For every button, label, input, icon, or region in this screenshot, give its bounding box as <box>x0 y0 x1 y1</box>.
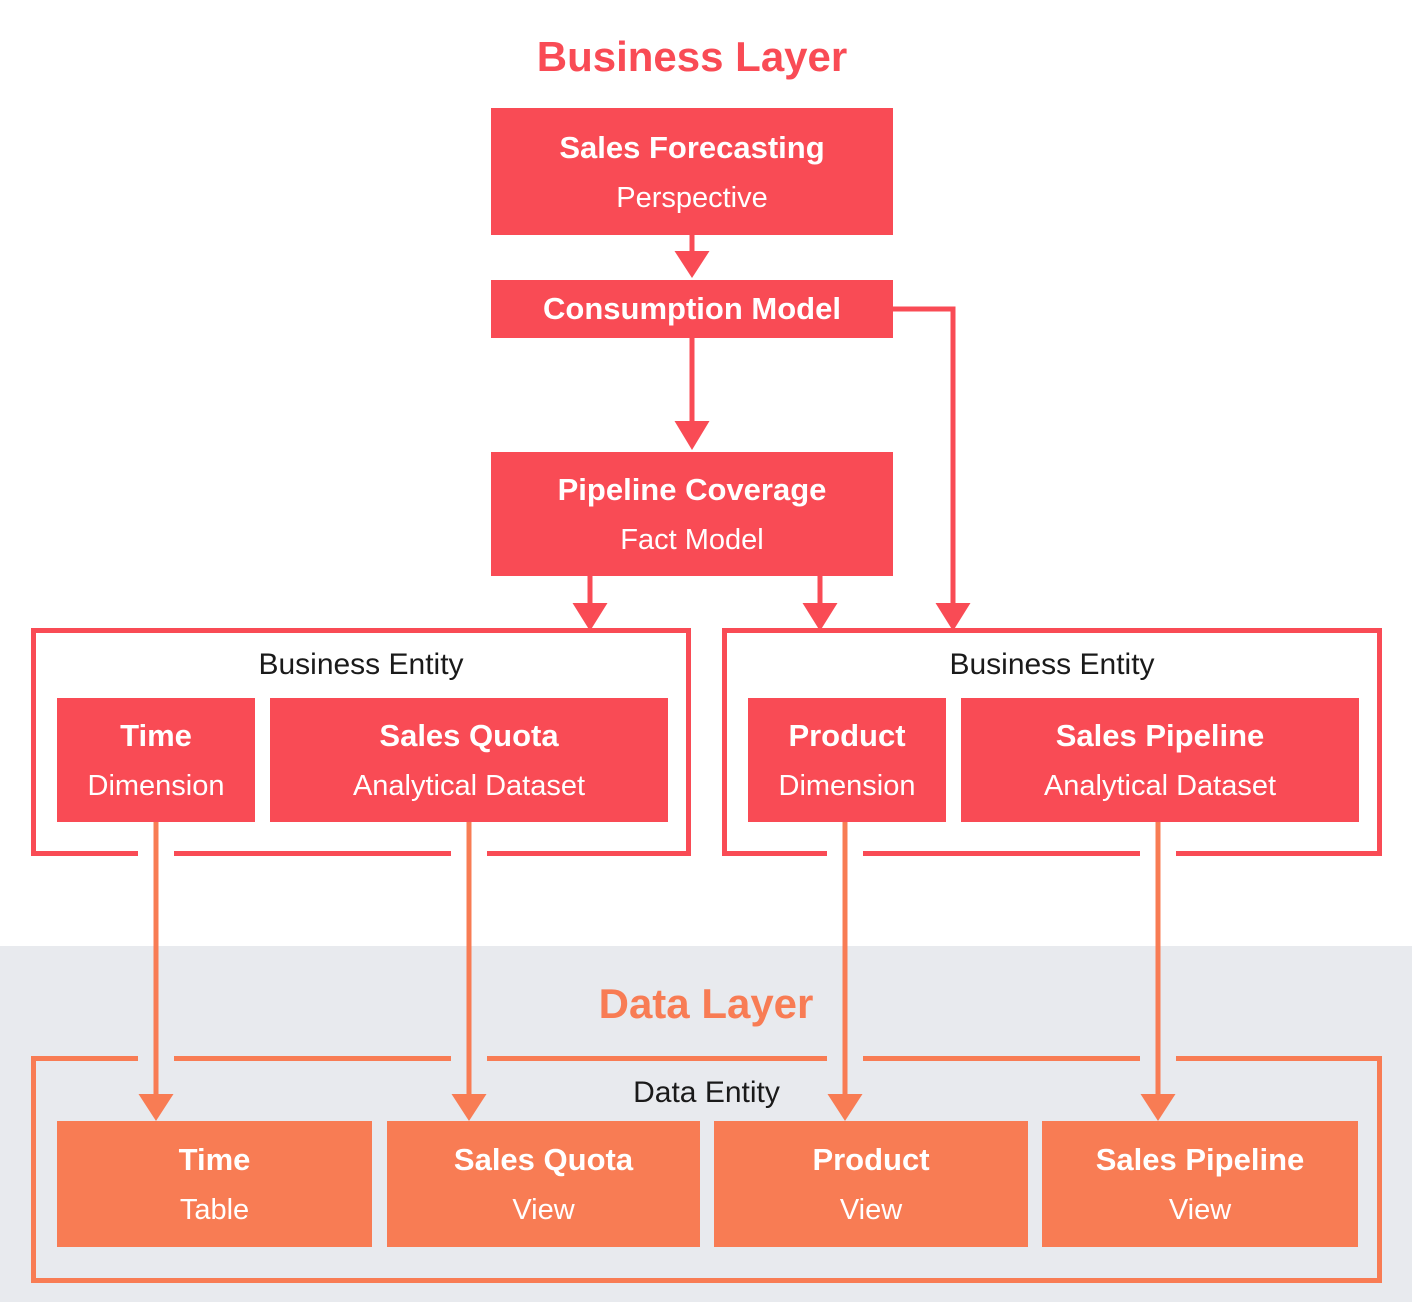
node-time-dimension-subtitle: Dimension <box>87 770 225 802</box>
node-product-dimension-title: Product <box>788 718 906 753</box>
border-gap <box>827 1056 863 1061</box>
node-time-table-subtitle: Table <box>179 1194 250 1226</box>
business-entity-left-label: Business Entity <box>258 648 464 681</box>
node-sales-pipeline-dataset-subtitle: Analytical Dataset <box>1043 770 1277 802</box>
border-gap <box>1140 1056 1176 1061</box>
node-product-view: Product View <box>714 1121 1028 1247</box>
node-sales-quota-view: Sales Quota View <box>387 1121 700 1247</box>
arrow-consumption-model-to-pipeline-coverage <box>674 338 710 450</box>
node-sales-pipeline-dataset: Sales Pipeline Analytical Dataset <box>961 698 1359 822</box>
business-layer-title: Business Layer <box>536 33 848 80</box>
node-time-dimension-title: Time <box>120 718 192 753</box>
node-sales-pipeline-dataset-title: Sales Pipeline <box>1055 718 1265 753</box>
node-product-dimension-subtitle: Dimension <box>778 770 916 802</box>
data-layer-title: Data Layer <box>598 980 814 1027</box>
data-entity-label: Data Entity <box>633 1076 780 1109</box>
node-sales-forecasting-title: Sales Forecasting <box>559 129 825 165</box>
border-gap <box>451 851 487 856</box>
node-time-dimension: Time Dimension <box>57 698 255 822</box>
border-gap <box>138 1056 174 1061</box>
business-entity-right-label: Business Entity <box>949 648 1155 681</box>
connector-consumption-model-to-right-entity <box>891 306 971 631</box>
node-pipeline-coverage-title: Pipeline Coverage <box>557 472 827 507</box>
node-product-view-subtitle: View <box>839 1194 903 1226</box>
node-pipeline-coverage: Pipeline Coverage Fact Model <box>491 452 893 576</box>
node-sales-forecasting-subtitle: Perspective <box>616 181 768 214</box>
node-sales-quota-view-title: Sales Quota <box>453 1142 634 1177</box>
data-entity: Data Entity <box>31 1056 1382 1283</box>
arrow-pipeline-coverage-to-left-entity <box>572 576 608 631</box>
node-time-table: Time Table <box>57 1121 372 1247</box>
node-sales-quota-dataset-subtitle: Analytical Dataset <box>352 770 586 802</box>
border-gap <box>1140 851 1176 856</box>
node-consumption-model: Consumption Model <box>491 280 893 338</box>
node-sales-forecasting: Sales Forecasting Perspective <box>491 108 893 235</box>
node-sales-pipeline-view-title: Sales Pipeline <box>1095 1142 1305 1177</box>
node-sales-pipeline-view-subtitle: View <box>1168 1194 1232 1226</box>
border-gap <box>451 1056 487 1061</box>
arrow-pipeline-coverage-to-right-entity <box>802 576 838 631</box>
node-sales-pipeline-view: Sales Pipeline View <box>1042 1121 1358 1247</box>
node-product-dimension: Product Dimension <box>748 698 946 822</box>
arrow-sales-forecasting-to-consumption-model <box>674 235 710 278</box>
node-sales-quota-dataset-title: Sales Quota <box>379 718 559 753</box>
node-time-table-title: Time <box>178 1142 251 1177</box>
border-gap <box>138 851 174 856</box>
node-sales-quota-view-subtitle: View <box>512 1194 575 1226</box>
node-sales-quota-dataset: Sales Quota Analytical Dataset <box>270 698 668 822</box>
node-product-view-title: Product <box>812 1142 930 1177</box>
border-gap <box>827 851 863 856</box>
node-pipeline-coverage-subtitle: Fact Model <box>620 524 764 556</box>
node-consumption-model-title: Consumption Model <box>543 291 841 326</box>
